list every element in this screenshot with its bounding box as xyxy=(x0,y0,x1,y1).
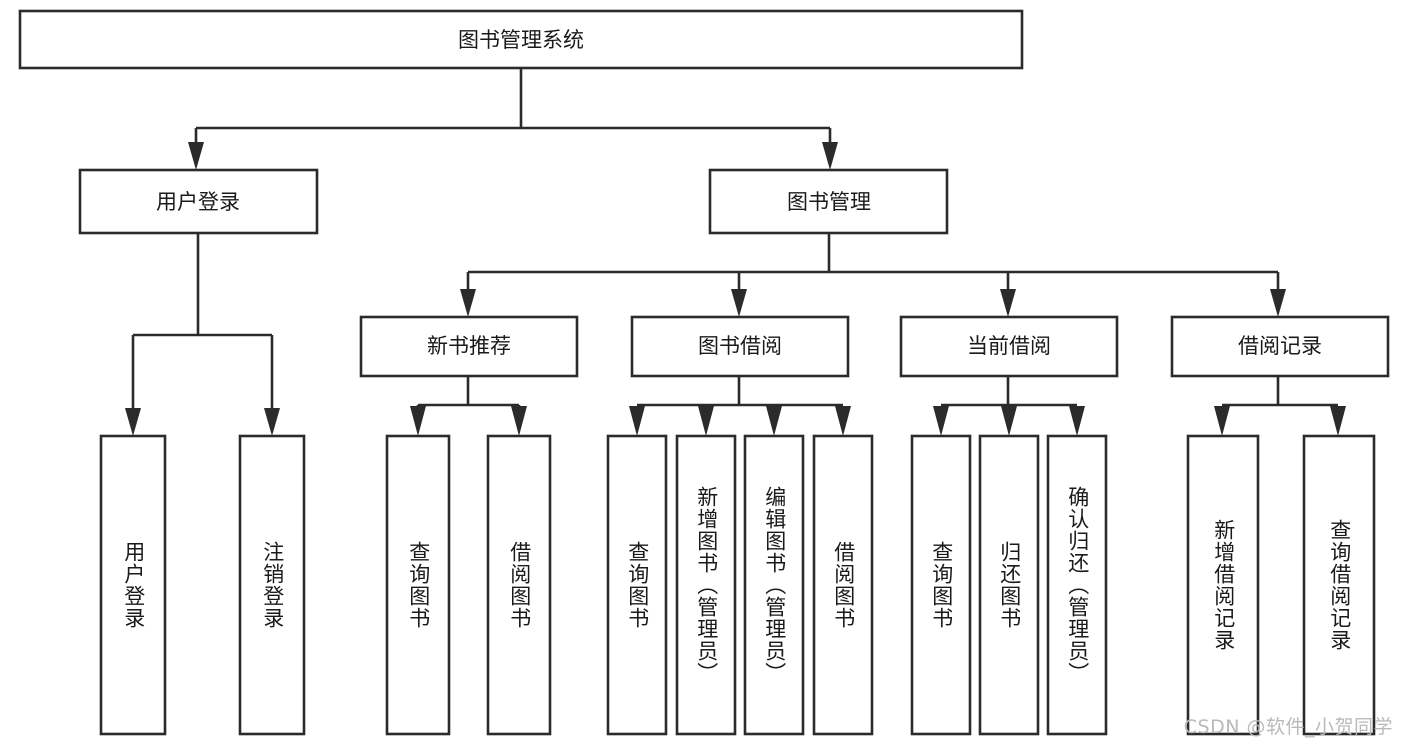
node-root[interactable]: 图书管理系统 xyxy=(18,9,1024,70)
node-leaf-query-book-3-box[interactable] xyxy=(910,434,972,736)
arrow-to-book-borrow xyxy=(731,289,747,317)
node-current-borrow[interactable]: 当前借阅 xyxy=(899,315,1119,378)
arrow-to-new-book-rec xyxy=(460,289,476,317)
arrow-leaf-borrow-book-1 xyxy=(511,406,527,436)
node-current-borrow-box[interactable] xyxy=(899,315,1119,378)
arrow-to-user-login xyxy=(188,142,204,170)
node-leaf-borrow-book-2-box[interactable] xyxy=(812,434,874,736)
arrow-leaf-user-login xyxy=(125,408,141,436)
node-book-borrow-label: 图书借阅 xyxy=(698,334,782,358)
arrow-leaf-query-book-3 xyxy=(933,406,949,436)
arrow-leaf-borrow-book-2 xyxy=(835,406,851,436)
csdn-watermark: CSDN @软件_小贺同学 xyxy=(1183,716,1393,738)
node-leaf-add-book-box[interactable] xyxy=(675,434,737,736)
arrow-leaf-query-book-2 xyxy=(629,406,645,436)
arrow-leaf-query-book-1 xyxy=(410,406,426,436)
arrow-leaf-edit-book xyxy=(766,406,782,436)
node-book-borrow-box[interactable] xyxy=(630,315,850,378)
node-leaf-user-logout-box[interactable] xyxy=(238,434,306,736)
node-book-manage-box[interactable] xyxy=(708,168,949,235)
node-leaf-edit-book-box[interactable] xyxy=(743,434,805,736)
arrow-leaf-confirm-return xyxy=(1069,406,1085,436)
node-leaf-confirm-return-box[interactable] xyxy=(1046,434,1108,736)
arrow-leaf-user-logout xyxy=(264,408,280,436)
node-leaf-query-book-1-box[interactable] xyxy=(385,434,451,736)
arrow-leaf-add-record xyxy=(1214,406,1230,436)
node-new-book-rec[interactable]: 新书推荐 xyxy=(359,315,579,378)
arrow-to-borrow-record xyxy=(1270,289,1286,317)
node-borrow-record-label: 借阅记录 xyxy=(1238,334,1322,358)
node-leaf-borrow-book-1-box[interactable] xyxy=(486,434,552,736)
node-leaf-query-book-2-box[interactable] xyxy=(606,434,668,736)
node-new-book-rec-label: 新书推荐 xyxy=(427,334,511,358)
connector-group xyxy=(125,68,1346,436)
arrow-to-book-manage xyxy=(822,142,838,170)
node-book-borrow[interactable]: 图书借阅 xyxy=(630,315,850,378)
node-leaf-user-login-box[interactable] xyxy=(99,434,167,736)
node-user-login[interactable]: 用户登录 xyxy=(78,168,319,235)
arrow-leaf-query-record xyxy=(1330,406,1346,436)
node-book-manage-label: 图书管理 xyxy=(787,190,871,214)
node-root-label: 图书管理系统 xyxy=(458,28,584,52)
node-user-login-label: 用户登录 xyxy=(156,190,240,214)
node-leaf-return-book-box[interactable] xyxy=(978,434,1040,736)
node-root-box[interactable] xyxy=(18,9,1024,70)
node-leaf-add-record-box[interactable] xyxy=(1186,434,1260,736)
node-borrow-record-box[interactable] xyxy=(1170,315,1390,378)
arrow-to-current-borrow xyxy=(1000,289,1016,317)
node-leaf-query-record-box[interactable] xyxy=(1302,434,1376,736)
node-borrow-record[interactable]: 借阅记录 xyxy=(1170,315,1390,378)
arrow-leaf-return-book xyxy=(1001,406,1017,436)
node-book-manage[interactable]: 图书管理 xyxy=(708,168,949,235)
node-user-login-box[interactable] xyxy=(78,168,319,235)
arrow-leaf-add-book xyxy=(698,406,714,436)
node-current-borrow-label: 当前借阅 xyxy=(967,334,1051,358)
node-new-book-rec-box[interactable] xyxy=(359,315,579,378)
